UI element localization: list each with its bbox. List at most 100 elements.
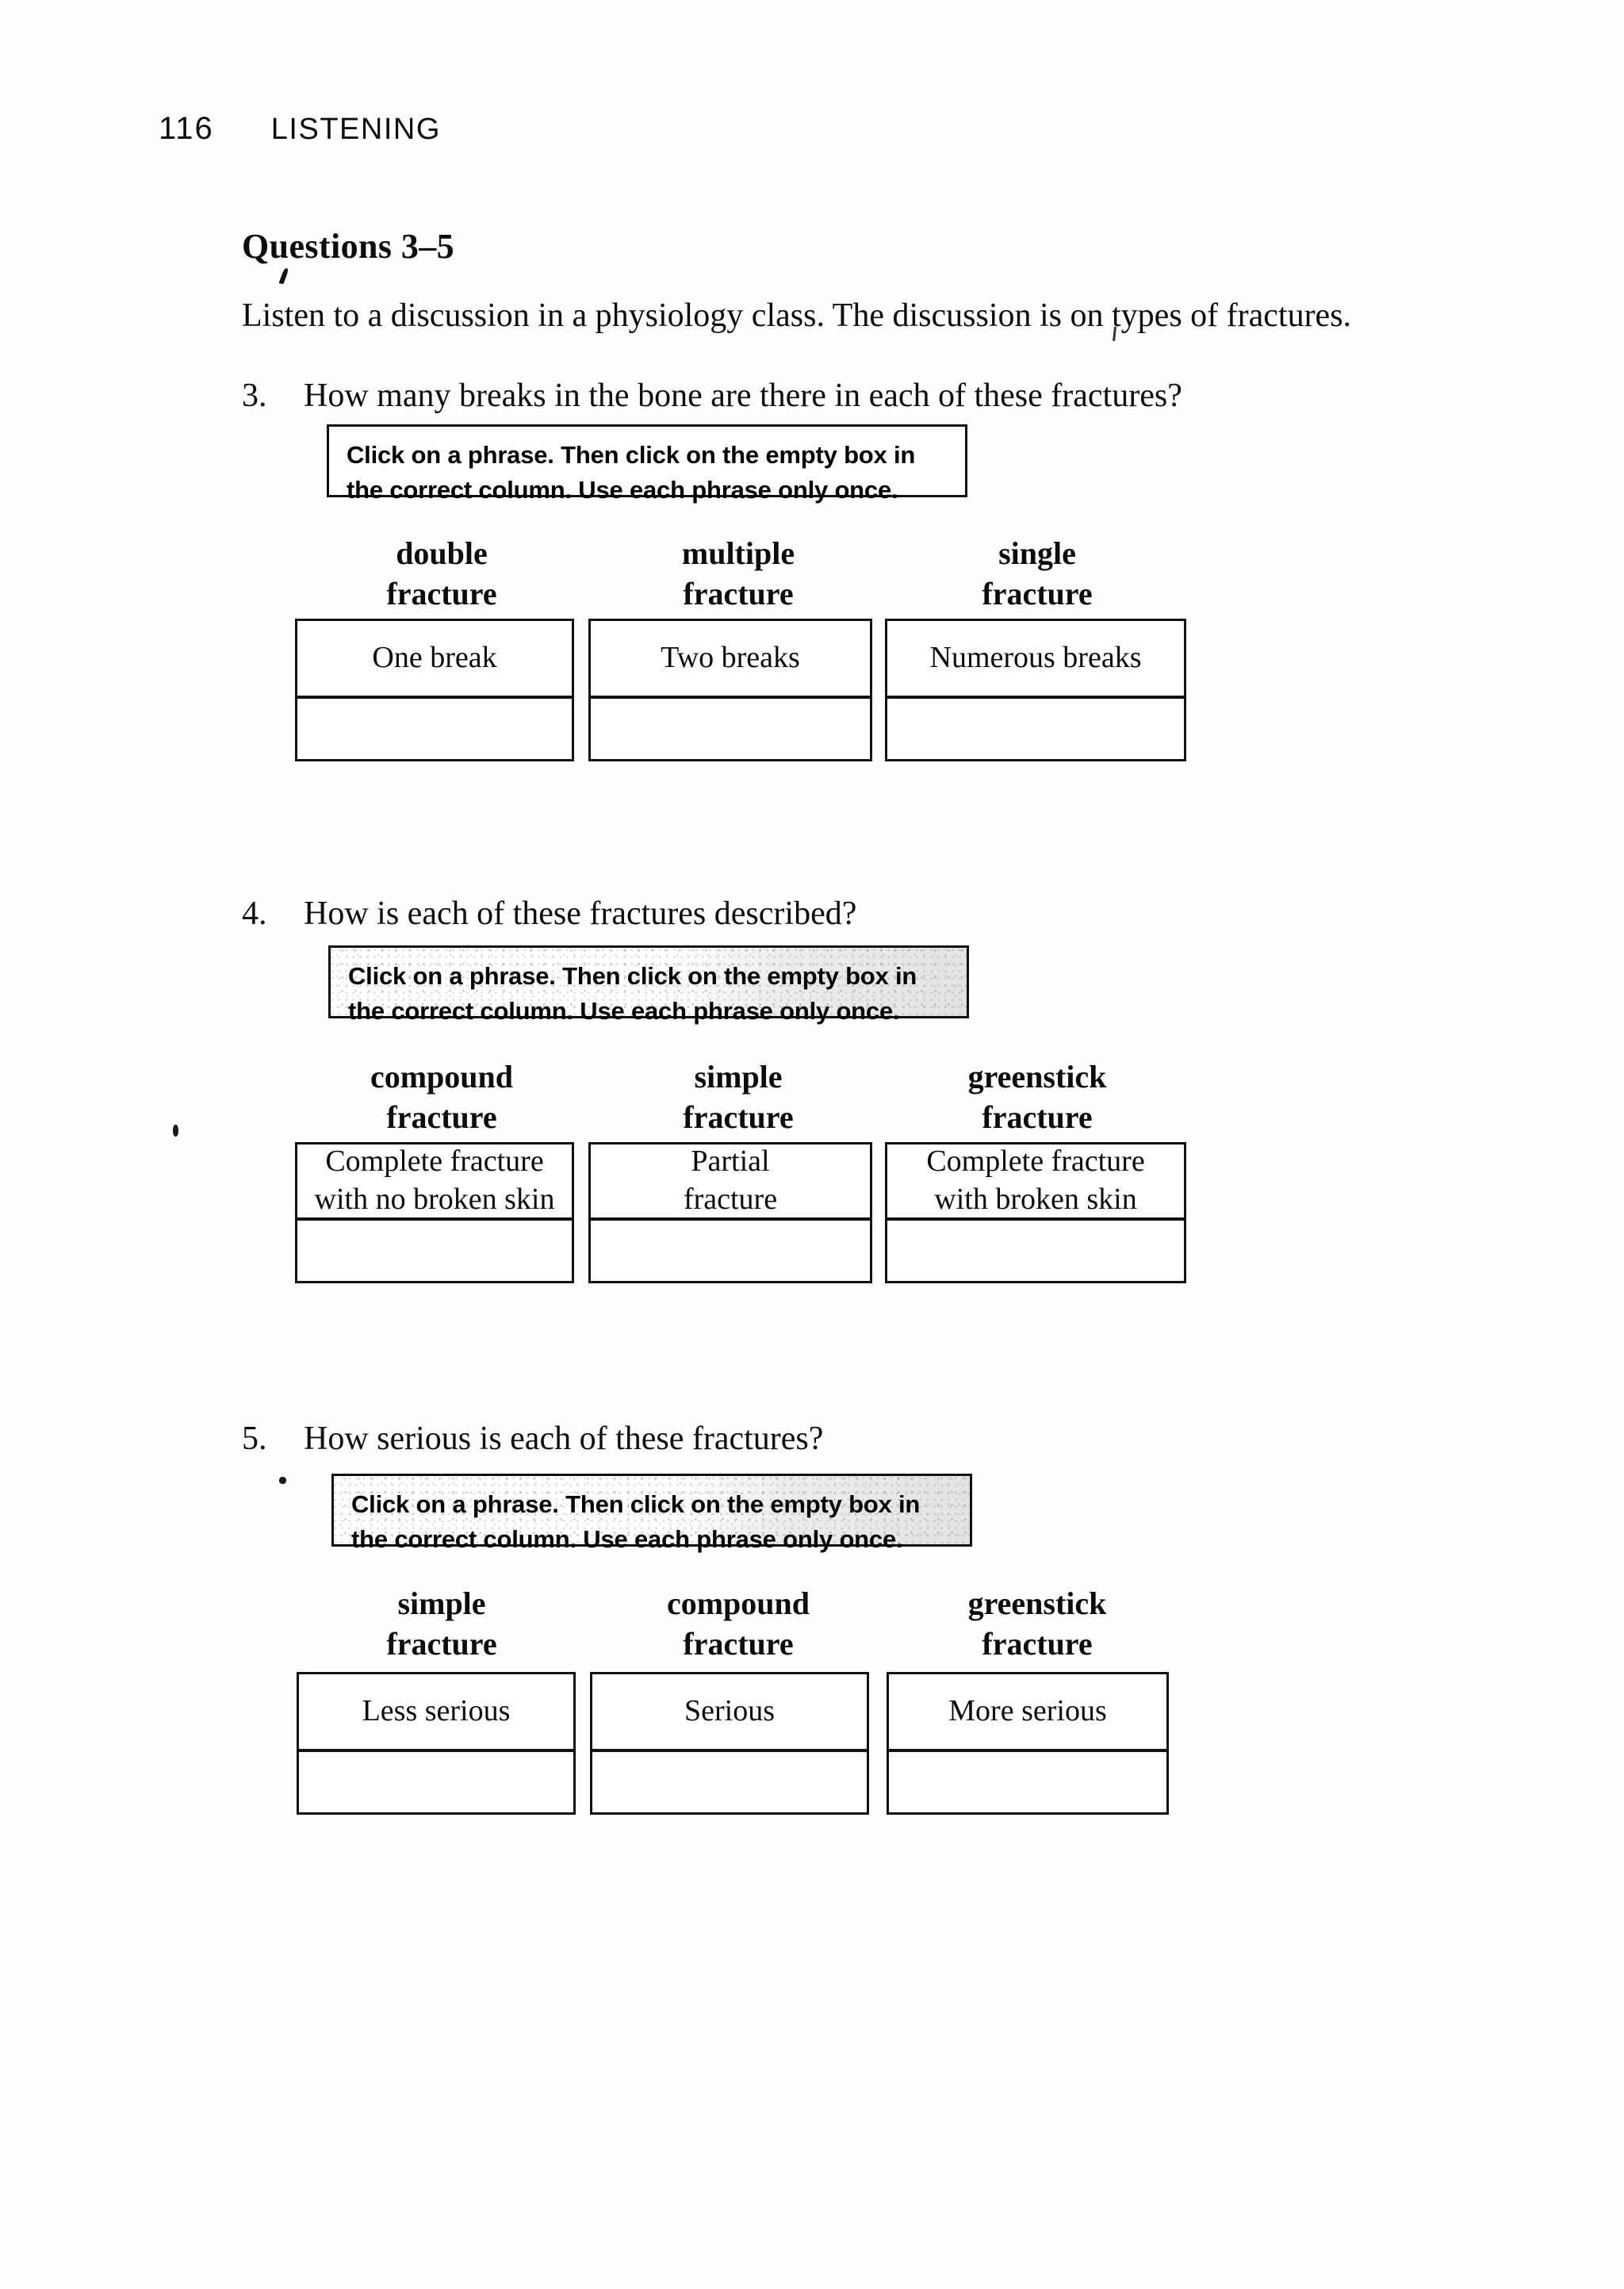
phrase-tile-q3-2-line1: Two breaks xyxy=(661,641,800,675)
column-header-q4-1-line1: compound xyxy=(370,1059,514,1095)
phrase-tile-q5-2-line1: Serious xyxy=(684,1694,775,1728)
column-box-q4-3: Complete fracture with broken skin xyxy=(885,1142,1186,1283)
question-4-prompt-row: 4. How is each of these fractures descri… xyxy=(242,895,856,933)
phrase-tile-q4-2-line2: fracture xyxy=(683,1183,778,1216)
phrase-tile-q5-3-line1: More serious xyxy=(948,1694,1107,1728)
instruction-line-1: Click on a phrase. Then click on the emp… xyxy=(347,441,916,469)
answer-boxes-q5: Less serious Serious More serious xyxy=(297,1672,1169,1815)
matching-grid-q3: double fracture multiple fracture single… xyxy=(295,533,1186,771)
column-box-q5-2: Serious xyxy=(590,1672,869,1815)
column-header-q4-3: greenstick fracture xyxy=(888,1056,1186,1137)
matching-grid-q4: compound fracture simple fracture greens… xyxy=(295,1056,1186,1310)
stray-speck-icon xyxy=(278,1475,288,1486)
column-header-q3-2-line1: multiple xyxy=(681,535,795,571)
instruction-line-2: the correct column. Use each phrase only… xyxy=(347,476,898,504)
drop-target-q5-2[interactable] xyxy=(592,1752,867,1812)
column-header-q3-3: single fracture xyxy=(888,533,1186,614)
column-header-q4-2: simple fracture xyxy=(588,1056,888,1137)
drop-target-q5-3[interactable] xyxy=(889,1752,1166,1812)
column-header-q5-2-line2: fracture xyxy=(683,1626,794,1662)
page-number: 116 xyxy=(159,111,214,146)
phrase-tile-q3-1-line1: One break xyxy=(372,641,497,675)
column-header-q5-1: simple fracture xyxy=(295,1583,588,1664)
instruction-line-1: Click on a phrase. Then click on the emp… xyxy=(351,1490,921,1518)
phrase-tile-q4-2[interactable]: Partial fracture xyxy=(591,1144,870,1221)
question-5-prompt-row: 5. How serious is each of these fracture… xyxy=(242,1420,823,1458)
phrase-tile-q4-1-line1: Complete fracture xyxy=(325,1144,544,1179)
question-4-prompt-text: How is each of these fractures described… xyxy=(304,895,857,932)
instruction-callout-q3: Click on a phrase. Then click on the emp… xyxy=(327,424,967,504)
column-header-q4-2-line2: fracture xyxy=(683,1099,794,1136)
column-box-q4-2: Partial fracture xyxy=(588,1142,872,1283)
questions-heading: Questions 3–5 xyxy=(242,227,455,266)
answer-boxes-q4: Complete fracture with no broken skin Pa… xyxy=(295,1142,1186,1283)
phrase-tile-q4-3[interactable]: Complete fracture with broken skin xyxy=(887,1144,1184,1221)
running-head: 116 LISTENING xyxy=(159,111,441,147)
column-header-q4-2-line1: simple xyxy=(694,1059,783,1095)
phrase-tile-q5-2[interactable]: Serious xyxy=(592,1674,867,1752)
column-header-q3-1-line1: double xyxy=(396,535,488,571)
section-name: LISTENING xyxy=(270,113,441,146)
column-header-q5-3-line1: greenstick xyxy=(967,1585,1107,1621)
column-header-q5-1-line2: fracture xyxy=(386,1626,497,1662)
question-3-number: 3. xyxy=(242,378,267,414)
column-header-q5-1-line1: simple xyxy=(397,1585,486,1621)
phrase-tile-q4-3-line1: Complete fracture xyxy=(926,1144,1145,1179)
column-header-q5-2: compound fracture xyxy=(588,1583,888,1664)
phrase-tile-q5-1[interactable]: Less serious xyxy=(299,1674,573,1752)
column-box-q3-3: Numerous breaks xyxy=(885,619,1186,761)
drop-target-q4-1[interactable] xyxy=(297,1221,572,1281)
instruction-line-2: the correct column. Use each phrase only… xyxy=(351,1525,903,1554)
phrase-tile-q3-1[interactable]: One break xyxy=(297,621,572,699)
phrase-tile-q5-3[interactable]: More serious xyxy=(889,1674,1166,1752)
column-headers-q3: double fracture multiple fracture single… xyxy=(295,533,1186,614)
column-header-q3-3-line1: single xyxy=(998,535,1076,571)
phrase-tile-q4-1-line2: with no broken skin xyxy=(314,1183,555,1216)
question-3-prompt-text: How many breaks in the bone are there in… xyxy=(304,378,1182,414)
instruction-line-2: the correct column. Use each phrase only… xyxy=(348,997,900,1026)
phrase-tile-q4-1[interactable]: Complete fracture with no broken skin xyxy=(297,1144,572,1221)
instruction-callout-q4: Click on a phrase. Then click on the emp… xyxy=(328,945,969,1025)
question-5-prompt-text: How serious is each of these fractures? xyxy=(304,1421,824,1457)
column-header-q3-2-line2: fracture xyxy=(683,576,794,612)
stray-speck-icon xyxy=(173,1125,178,1137)
phrase-tile-q3-3-line1: Numerous breaks xyxy=(929,641,1142,675)
column-header-q3-1-line2: fracture xyxy=(386,576,497,612)
instruction-callout-q5: Click on a phrase. Then click on the emp… xyxy=(331,1474,972,1553)
column-headers-q5: simple fracture compound fracture greens… xyxy=(295,1583,1186,1664)
question-3-prompt-row: 3. How many breaks in the bone are there… xyxy=(242,377,1182,415)
drop-target-q4-3[interactable] xyxy=(887,1221,1184,1281)
phrase-tile-q3-3[interactable]: Numerous breaks xyxy=(887,621,1184,699)
drop-target-q3-2[interactable] xyxy=(591,699,870,759)
column-header-q5-3: greenstick fracture xyxy=(888,1583,1186,1664)
column-header-q5-3-line2: fracture xyxy=(982,1626,1093,1662)
column-box-q3-2: Two breaks xyxy=(588,619,872,761)
intro-paragraph: Listen to a discussion in a physiology c… xyxy=(242,297,1352,334)
phrase-tile-q5-1-line1: Less serious xyxy=(362,1694,511,1728)
matching-grid-q5: simple fracture compound fracture greens… xyxy=(295,1583,1186,1837)
column-header-q3-3-line2: fracture xyxy=(982,576,1093,612)
phrase-tile-q4-2-line1: Partial xyxy=(691,1144,770,1179)
column-box-q3-1: One break xyxy=(295,619,574,761)
column-box-q5-3: More serious xyxy=(887,1672,1169,1815)
column-box-q4-1: Complete fracture with no broken skin xyxy=(295,1142,574,1283)
phrase-tile-q3-2[interactable]: Two breaks xyxy=(591,621,870,699)
question-5-number: 5. xyxy=(242,1421,267,1457)
instruction-line-1: Click on a phrase. Then click on the emp… xyxy=(348,962,917,990)
drop-target-q5-1[interactable] xyxy=(299,1752,573,1812)
drop-target-q3-1[interactable] xyxy=(297,699,572,759)
question-4-number: 4. xyxy=(242,895,267,932)
column-box-q5-1: Less serious xyxy=(297,1672,576,1815)
drop-target-q4-2[interactable] xyxy=(591,1221,870,1281)
stray-pen-mark-icon xyxy=(278,267,289,285)
phrase-tile-q4-3-line2: with broken skin xyxy=(934,1183,1137,1216)
column-header-q3-2: multiple fracture xyxy=(588,533,888,614)
column-header-q4-3-line2: fracture xyxy=(982,1099,1093,1136)
column-header-q4-1: compound fracture xyxy=(295,1056,588,1137)
column-headers-q4: compound fracture simple fracture greens… xyxy=(295,1056,1186,1137)
column-header-q3-1: double fracture xyxy=(295,533,588,614)
drop-target-q3-3[interactable] xyxy=(887,699,1184,759)
column-header-q5-2-line1: compound xyxy=(666,1585,810,1621)
column-header-q4-1-line2: fracture xyxy=(386,1099,497,1136)
